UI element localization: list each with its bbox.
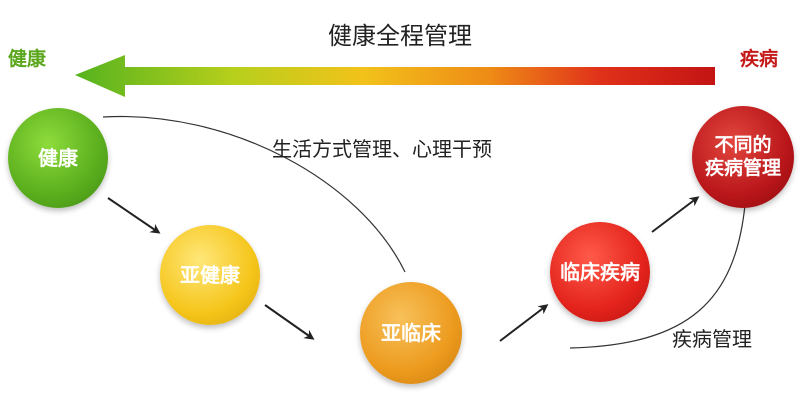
node-label-line1: 不同的	[714, 134, 772, 157]
node-label-line2: 疾病管理	[704, 157, 781, 179]
arrow-icon	[264, 304, 315, 340]
node-label: 健康	[38, 146, 78, 170]
disease-mgmt-caption: 疾病管理	[672, 327, 752, 351]
lifestyle-caption: 生活方式管理、心理干预	[272, 137, 492, 161]
arrow-icon	[499, 304, 549, 342]
arrow-icon	[107, 197, 161, 234]
left-arrow-icon	[75, 55, 715, 97]
right-end-label: 疾病	[740, 48, 779, 70]
arrow-icon	[651, 196, 700, 233]
node-clinical-disease: 临床疾病	[550, 222, 650, 322]
node-label: 临床疾病	[560, 260, 640, 284]
left-end-label: 健康	[8, 48, 47, 70]
lifestyle-curve	[102, 115, 406, 273]
node-sub-health: 亚健康	[160, 225, 260, 325]
disease-mgmt-curve	[569, 204, 746, 349]
node-sub-clinical: 亚临床	[360, 282, 462, 384]
node-different-disease-mgmt: 不同的 疾病管理	[692, 106, 794, 208]
node-health: 健康	[8, 108, 108, 208]
node-label: 亚临床	[381, 321, 441, 345]
node-label: 亚健康	[180, 263, 240, 287]
diagram-title: 健康全程管理	[328, 22, 472, 50]
